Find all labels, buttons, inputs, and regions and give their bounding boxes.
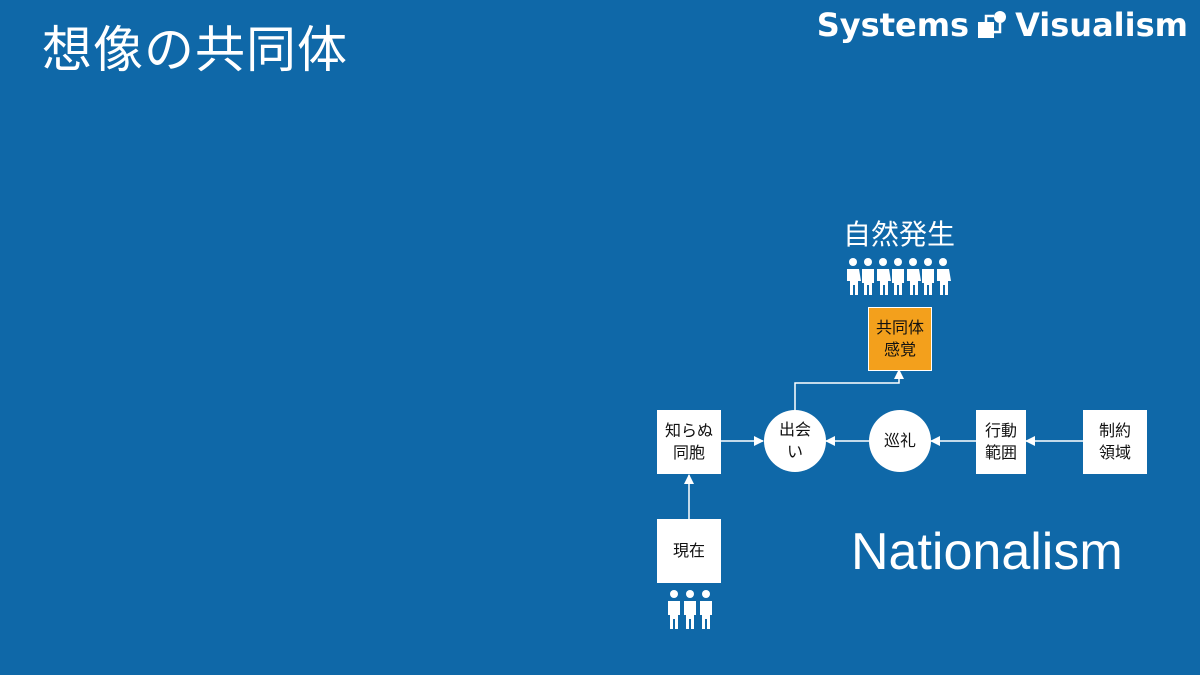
nationalism-label: Nationalism (851, 523, 1123, 581)
node-constrained-territory: 制約 領域 (1083, 410, 1147, 474)
node-present: 現在 (657, 519, 721, 583)
brand-name-left: Systems (816, 6, 970, 44)
arrow-encounter-to-community (794, 369, 904, 412)
people-group-icon (668, 590, 712, 629)
spontaneous-label: 自然発生 (843, 218, 956, 251)
node-pilgrimage: 巡礼 (869, 410, 931, 472)
people-group-icon (847, 258, 951, 295)
node-encounter: 出会 い (764, 410, 826, 472)
node-unknown-compatriots: 知らぬ 同胞 (657, 410, 721, 474)
node-community-feeling: 共同体 感覚 (868, 307, 932, 371)
node-range-of-action: 行動 範囲 (976, 410, 1026, 474)
brand-logo: Systems Visualism (817, 6, 1188, 44)
brand-name-right: Visualism (1015, 6, 1188, 44)
systems-logo-icon (978, 11, 1007, 38)
page-title: 想像の共同体 (42, 21, 348, 79)
